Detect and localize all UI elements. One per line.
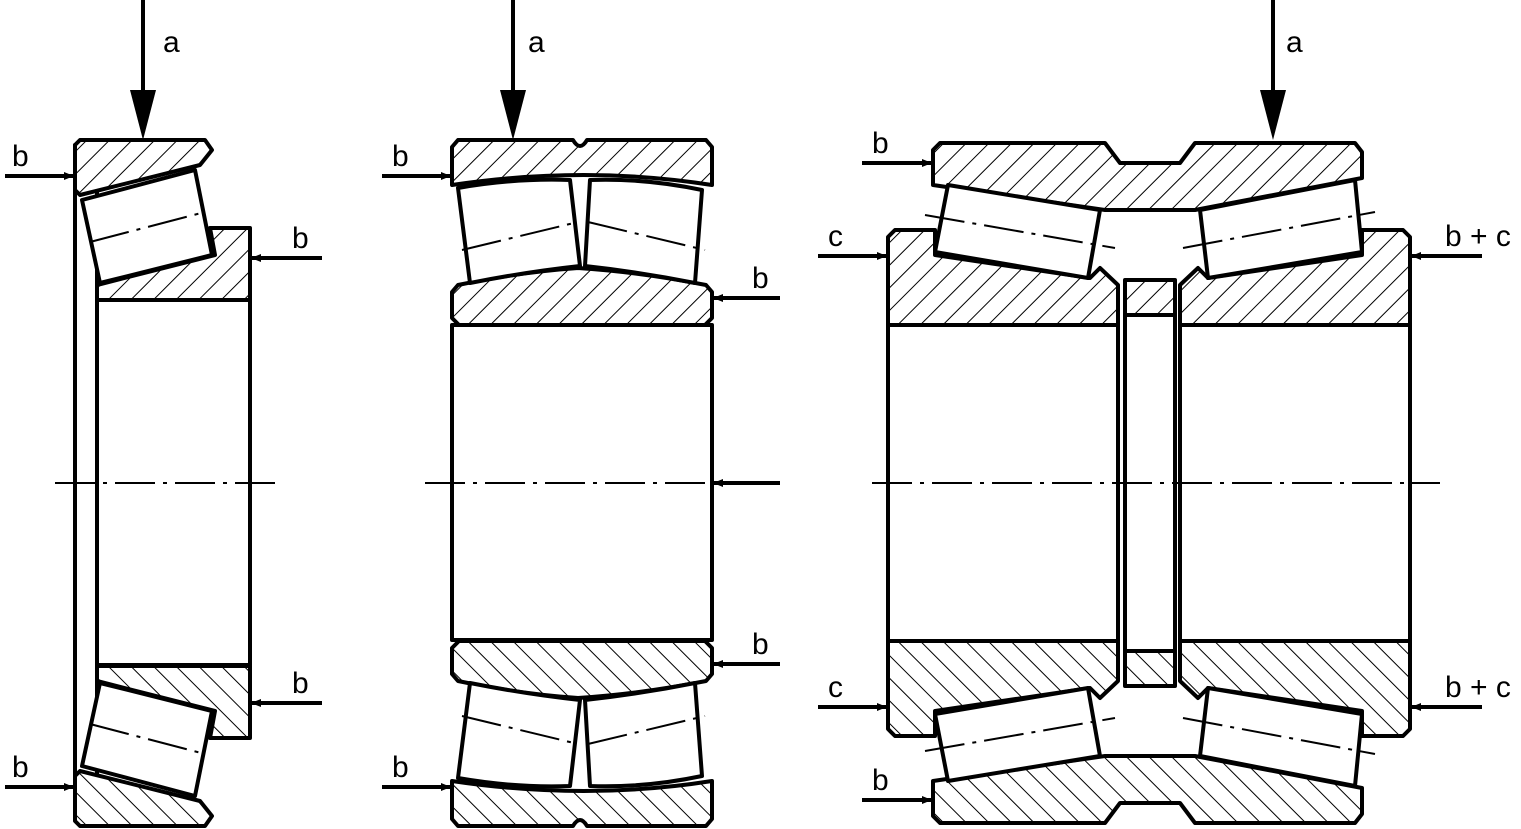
label-b: b <box>392 140 409 173</box>
label-b: b <box>12 751 29 784</box>
label-b: b <box>392 751 409 784</box>
label-b: b <box>292 667 309 700</box>
label-b-plus-c: b + c <box>1445 671 1511 704</box>
arrow-a-2 <box>500 0 526 140</box>
double-row-tapered-roller-bearing <box>872 141 1440 825</box>
label-c: c <box>828 220 843 253</box>
label-b-plus-c: b + c <box>1445 220 1511 253</box>
tapered-roller-bearing <box>55 138 280 828</box>
label-c: c <box>828 671 843 704</box>
label-b: b <box>872 764 889 797</box>
label-b: b <box>292 222 309 255</box>
label-b: b <box>872 127 889 160</box>
arrow-a-3 <box>1260 0 1286 140</box>
label-a: a <box>528 26 545 59</box>
label-a: a <box>1286 26 1303 59</box>
label-a: a <box>163 26 180 59</box>
label-b: b <box>752 262 769 295</box>
arrow-a-1 <box>130 0 156 140</box>
load-arrows <box>5 0 1482 804</box>
label-b: b <box>12 140 29 173</box>
labels: a b b b b a b b b b a b c b + c c b + c … <box>12 26 1511 797</box>
label-b: b <box>752 628 769 661</box>
spherical-roller-bearing <box>425 138 714 828</box>
